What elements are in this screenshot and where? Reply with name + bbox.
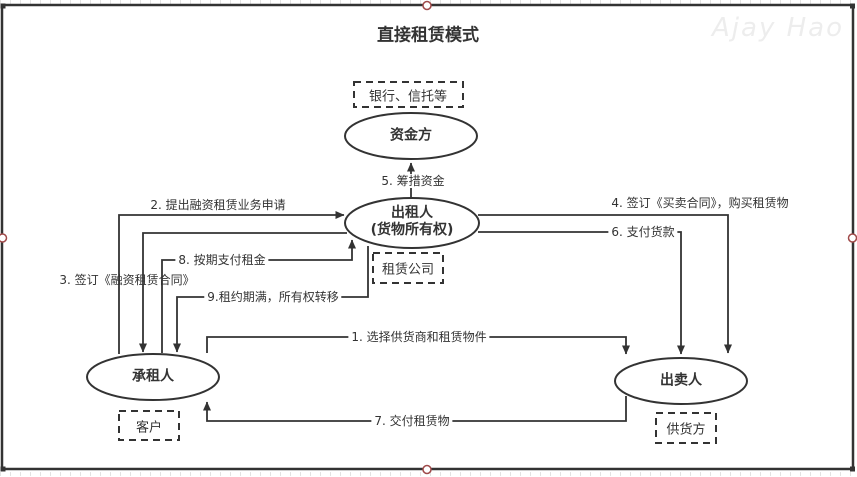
frame-resize-handle-top[interactable] [422,0,432,11]
edge-3-label[interactable]: 3. 签订《融资租赁合同》 [59,273,195,287]
edge-4-label[interactable]: 4. 签订《买卖合同》，购买租赁物 [611,196,789,210]
edge-2-apply-line[interactable] [118,211,345,354]
edge-4-purchase-line[interactable] [478,214,732,354]
node-lessor-label[interactable]: 出租人(货物所有权) [371,205,454,239]
node-lessor-label-line2: (货物所有权) [370,222,454,238]
frame-corner-handle-tr[interactable] [850,3,855,9]
edge-1-label[interactable]: 1. 选择供货商和租赁物件 [348,330,490,344]
tag-lessee-label[interactable]: 客户 [135,420,163,436]
node-seller-label[interactable]: 出卖人 [660,372,702,389]
node-lessee-ellipse[interactable] [86,353,220,401]
edge-6-payment-line[interactable] [478,231,685,355]
edge-5-label[interactable]: 5. 筹措资金 [378,174,448,188]
tag-lessor-box[interactable] [372,252,444,284]
frame-resize-handle-bottom[interactable] [422,464,432,475]
edge-2-label[interactable]: 2. 提出融资租赁业务申请 [150,198,286,212]
node-lessee-label[interactable]: 承租人 [132,368,174,385]
frame-corner-handle-br[interactable] [850,466,855,472]
node-funder-label[interactable]: 资金方 [390,127,432,144]
tag-lessor-label[interactable]: 租赁公司 [381,262,435,278]
edge-8-label[interactable]: 8. 按期支付租金 [175,253,269,267]
frame-resize-handle-right[interactable] [847,233,857,243]
tag-funder-box[interactable] [353,81,464,108]
edge-9-label[interactable]: 9.租约期满，所有权转移 [204,290,342,304]
node-funder-ellipse[interactable] [344,112,478,160]
tag-funder-label[interactable]: 银行、信托等 [368,89,448,105]
tag-lessee-box[interactable] [118,410,180,441]
frame-resize-handle-left[interactable] [0,233,8,243]
watermark-text: Ajay Hao [712,13,844,43]
node-lessor-ellipse[interactable] [344,197,480,249]
frame-corner-handle-bl[interactable] [0,466,6,472]
tag-seller-label[interactable]: 供货方 [666,422,706,438]
edge-6-label[interactable]: 6. 支付货款 [608,225,678,239]
edge-7-label[interactable]: 7. 交付租赁物 [371,414,453,428]
frame-corner-handle-tl[interactable] [0,3,6,9]
tag-seller-box[interactable] [655,412,717,444]
edge-3-contract-line[interactable] [139,232,347,353]
node-lessor-label-line1: 出租人 [390,205,433,221]
node-seller-ellipse[interactable] [614,357,748,405]
diagram-title[interactable]: 直接租赁模式 [377,25,479,46]
